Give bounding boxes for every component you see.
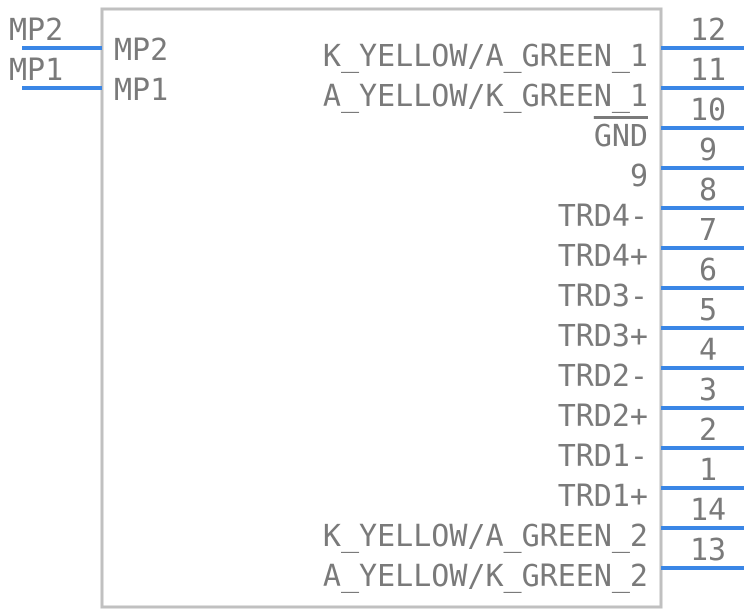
pin-name-4: TRD2- xyxy=(558,359,648,394)
pin-name-mp1: MP1 xyxy=(114,73,168,108)
pin-name-mp2: MP2 xyxy=(114,33,168,68)
pin-number-6: 6 xyxy=(699,253,717,288)
pin-name-10: GND xyxy=(594,119,648,154)
pin-number-2: 2 xyxy=(699,413,717,448)
pin-name-11: A_YELLOW/K_GREEN_1 xyxy=(323,79,648,114)
pin-number-1: 1 xyxy=(699,453,717,488)
pin-number-8: 8 xyxy=(699,173,717,208)
pin-name-5: TRD3+ xyxy=(558,319,648,354)
pin-number-mp1: MP1 xyxy=(9,53,63,88)
pin-number-10: 10 xyxy=(690,93,726,128)
pin-name-8: TRD4- xyxy=(558,199,648,234)
pin-number-13: 13 xyxy=(690,533,726,568)
pin-number-7: 7 xyxy=(699,213,717,248)
pin-number-3: 3 xyxy=(699,373,717,408)
pin-name-12: K_YELLOW/A_GREEN_1 xyxy=(323,39,648,74)
pin-number-9: 9 xyxy=(699,133,717,168)
pin-number-11: 11 xyxy=(690,53,726,88)
pin-name-14: K_YELLOW/A_GREEN_2 xyxy=(323,519,648,554)
pin-name-13: A_YELLOW/K_GREEN_2 xyxy=(323,559,648,594)
component-body xyxy=(100,7,663,609)
pin-name-3: TRD2+ xyxy=(558,399,648,434)
pin-name-9: 9 xyxy=(630,159,648,194)
pin-number-4: 4 xyxy=(699,333,717,368)
pin-number-5: 5 xyxy=(699,293,717,328)
pin-name-1: TRD1+ xyxy=(558,479,648,514)
pin-name-7: TRD4+ xyxy=(558,239,648,274)
pin-number-12: 12 xyxy=(690,13,726,48)
pin-number-mp2: MP2 xyxy=(9,13,63,48)
pin-number-14: 14 xyxy=(690,493,726,528)
pin-name-2: TRD1- xyxy=(558,439,648,474)
pin-name-6: TRD3- xyxy=(558,279,648,314)
